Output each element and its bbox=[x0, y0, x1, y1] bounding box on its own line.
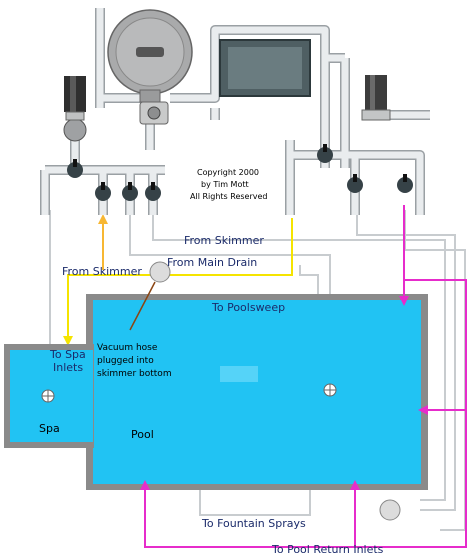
spa-supply-line bbox=[67, 218, 293, 340]
return-lines bbox=[144, 205, 467, 548]
valve bbox=[317, 144, 333, 163]
label-to-spa-inlets-2: Inlets bbox=[53, 361, 83, 374]
valve bbox=[67, 159, 83, 178]
valve bbox=[347, 174, 363, 193]
label-from-skimmer-top: From Skimmer bbox=[184, 234, 264, 247]
skimmer-top bbox=[149, 261, 171, 283]
label-to-pool-return-inlets: To Pool Return Inlets bbox=[271, 543, 384, 556]
label-to-fountain-sprays: To Fountain Sprays bbox=[201, 517, 306, 530]
spa-inlet-fitting bbox=[41, 389, 55, 403]
filter-tank bbox=[107, 9, 193, 103]
vacuum-note-line-2: plugged into bbox=[97, 356, 154, 366]
main-drain-fitting bbox=[323, 383, 337, 397]
copyright-line-3: All Rights Reserved bbox=[190, 192, 267, 201]
label-pool: Pool bbox=[131, 428, 154, 441]
copyright-line-2: by Tim Mott bbox=[201, 180, 249, 189]
return-arrows bbox=[140, 296, 428, 490]
skimmer-bottom bbox=[379, 499, 401, 521]
valve bbox=[145, 182, 161, 201]
skimmer-arrow bbox=[98, 214, 108, 224]
vacuum-pointer-line bbox=[129, 281, 156, 331]
label-to-poolsweep: To Poolsweep bbox=[211, 301, 285, 314]
label-from-main-drain: From Main Drain bbox=[167, 256, 257, 269]
pool bbox=[86, 294, 428, 490]
valve bbox=[95, 182, 111, 201]
valve bbox=[122, 182, 138, 201]
vacuum-note-line-1: Vacuum hose bbox=[97, 343, 158, 353]
chlorinator-left bbox=[63, 76, 87, 142]
label-to-spa-inlets-1: To Spa bbox=[49, 348, 86, 361]
valve bbox=[397, 174, 413, 193]
label-spa: Spa bbox=[39, 422, 60, 435]
label-from-skimmer-left: From Skimmer bbox=[62, 265, 142, 278]
heater bbox=[219, 39, 311, 97]
spa-supply-arrow bbox=[63, 336, 73, 346]
copyright-line-1: Copyright 2000 bbox=[197, 168, 259, 177]
vacuum-note-line-3: skimmer bottom bbox=[97, 369, 172, 379]
valves bbox=[67, 144, 413, 201]
pump bbox=[139, 101, 169, 125]
chlorinator-right bbox=[361, 75, 391, 121]
